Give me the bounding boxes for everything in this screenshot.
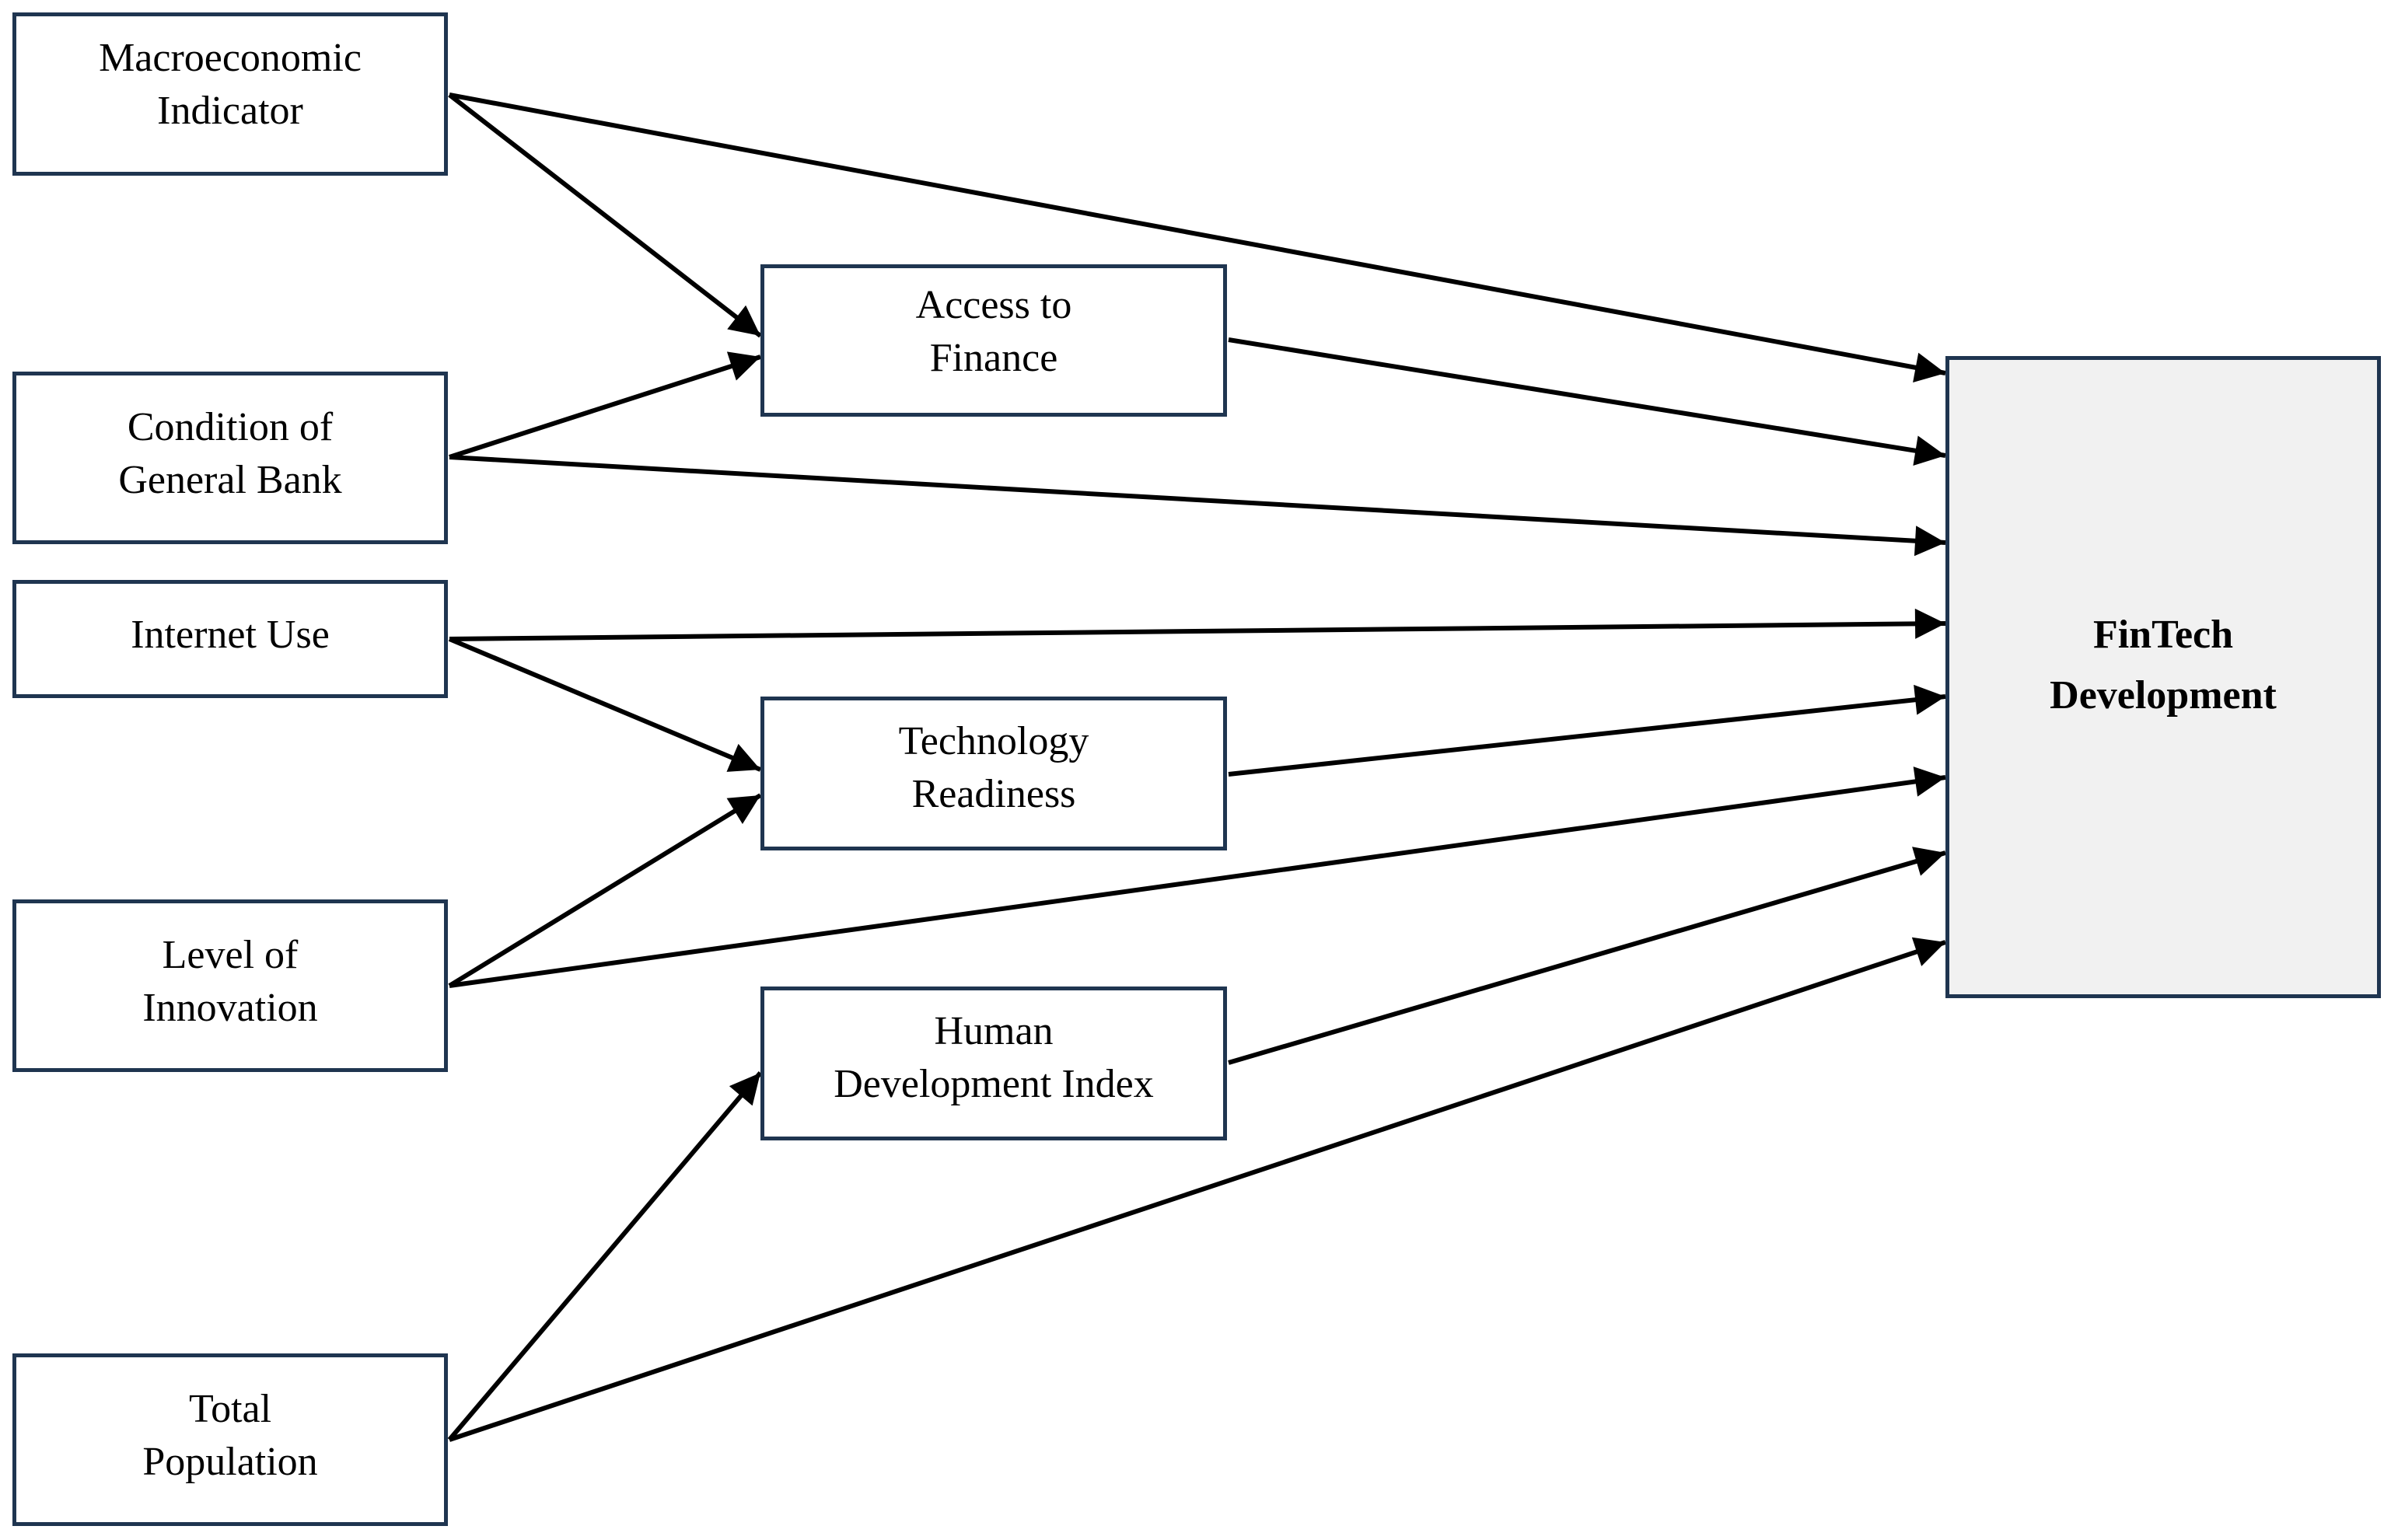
node-condition-of-general-bank: Condition of General Bank <box>12 372 448 544</box>
edge-access-to-finance-to-fintech <box>1228 337 1946 466</box>
node-access-to-finance-label: Access to Finance <box>915 283 1072 380</box>
node-fintech-development-label: FinTech Development <box>2050 613 2277 718</box>
edge-hdi-to-fintech <box>1228 847 1946 1065</box>
edge-population-to-fintech <box>449 937 1946 1442</box>
node-technology-readiness-label: Technology Readiness <box>898 719 1089 816</box>
node-total-population: Total Population <box>12 1353 448 1526</box>
edge-innovation-to-fintech <box>449 767 1946 988</box>
node-level-of-innovation-label: Level of Innovation <box>142 933 318 1030</box>
edge-innovation-to-technology-readiness <box>448 793 762 988</box>
node-human-development-index-label: Human Development Index <box>834 1009 1154 1106</box>
node-level-of-innovation: Level of Innovation <box>12 899 448 1072</box>
edge-technology-readiness-to-fintech <box>1228 684 1946 777</box>
node-human-development-index: Human Development Index <box>760 987 1227 1140</box>
edge-bank-to-access-to-finance <box>449 351 761 459</box>
node-internet-use-label: Internet Use <box>131 613 330 657</box>
edge-population-to-hdi <box>447 1071 763 1441</box>
node-macroeconomic-indicator: Macroeconomic Indicator <box>12 12 448 176</box>
edge-macroeconomic-to-access-to-finance <box>448 93 762 338</box>
edge-internet-to-fintech <box>449 608 1946 641</box>
node-access-to-finance: Access to Finance <box>760 264 1227 417</box>
node-total-population-label: Total Population <box>142 1387 318 1484</box>
node-technology-readiness: Technology Readiness <box>760 697 1227 850</box>
node-condition-of-general-bank-label: Condition of General Bank <box>118 405 342 502</box>
node-internet-use: Internet Use <box>12 580 448 698</box>
edge-internet-to-technology-readiness <box>448 637 762 772</box>
edge-bank-to-fintech <box>449 455 1946 557</box>
edge-layer <box>447 93 1946 1442</box>
node-macroeconomic-indicator-label: Macroeconomic Indicator <box>99 36 362 133</box>
node-fintech-development: FinTech Development <box>1945 356 2381 998</box>
edge-macroeconomic-to-fintech <box>449 93 1946 383</box>
